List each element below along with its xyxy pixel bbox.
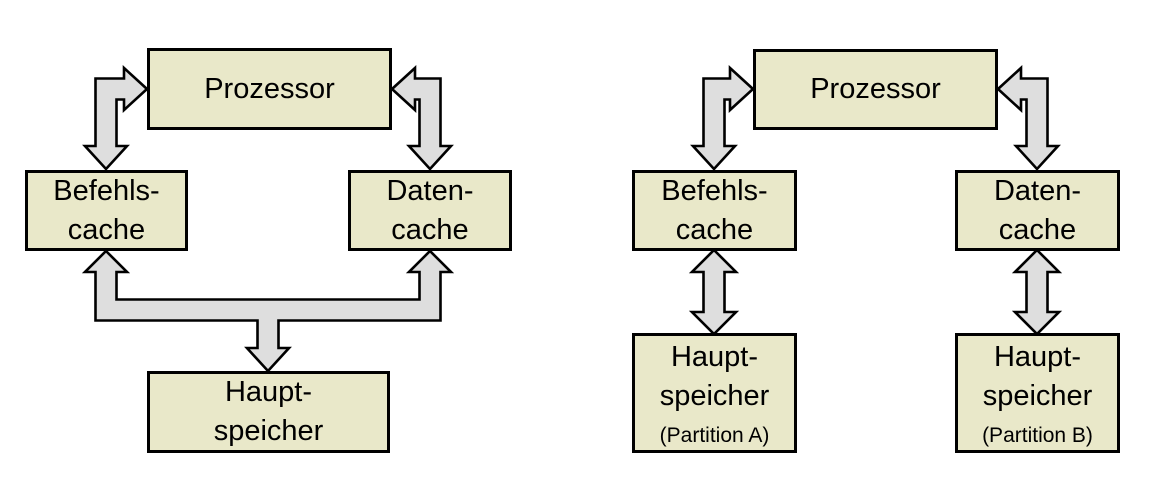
- left-main-memory-label-line2: speicher: [213, 415, 324, 447]
- left-main-memory-label-line1: Haupt-: [224, 376, 313, 409]
- right-main-memory-a-label-line2: speicher: [659, 379, 770, 412]
- left-data-cache-label-line2: cache: [391, 213, 469, 246]
- left-processor-label: Prozessor: [204, 72, 335, 105]
- right-instruction-cache-label-line2: cache: [675, 213, 754, 246]
- right-main-memory-b-label-line2: speicher: [982, 379, 1093, 412]
- left-main-memory-box: Haupt- speicher: [147, 371, 390, 453]
- right-processor-icache-arrow-icon: [690, 65, 755, 171]
- right-instruction-cache-label-line1: Befehls-: [661, 174, 768, 207]
- right-data-cache-label-line2: cache: [998, 213, 1077, 246]
- right-main-memory-b-partition-note: (Partition B): [982, 423, 1093, 447]
- right-data-cache-label-line1: Daten-: [993, 174, 1082, 207]
- right-main-memory-a-partition-note: (Partition A): [659, 423, 770, 447]
- left-processor-dcache-arrow-icon: [390, 65, 454, 171]
- left-caches-memory-branch-arrow-icon: [81, 249, 455, 373]
- right-data-cache-box: Daten- cache: [955, 170, 1120, 251]
- left-data-cache-label-line1: Daten-: [386, 174, 474, 207]
- left-processor-icache-arrow-icon: [82, 65, 149, 171]
- left-instruction-cache-label-line2: cache: [67, 213, 146, 246]
- right-processor-box: Prozessor: [753, 49, 998, 130]
- right-dcache-memory-b-arrow-icon: [1011, 248, 1063, 336]
- right-instruction-cache-box: Befehls- cache: [632, 170, 797, 251]
- left-processor-box: Prozessor: [147, 48, 392, 130]
- right-main-memory-a-label-line1: Haupt-: [670, 341, 759, 374]
- right-main-memory-partition-b-box: Haupt- speicher (Partition B): [955, 333, 1120, 453]
- right-main-memory-partition-a-box: Haupt- speicher (Partition A): [632, 333, 797, 453]
- right-processor-label: Prozessor: [810, 73, 941, 106]
- left-data-cache-box: Daten- cache: [348, 170, 512, 251]
- right-processor-dcache-arrow-icon: [996, 65, 1061, 171]
- right-icache-memory-a-arrow-icon: [688, 248, 740, 336]
- right-main-memory-b-label-line1: Haupt-: [993, 341, 1082, 374]
- left-instruction-cache-box: Befehls- cache: [25, 170, 188, 251]
- left-instruction-cache-label-line1: Befehls-: [53, 174, 160, 207]
